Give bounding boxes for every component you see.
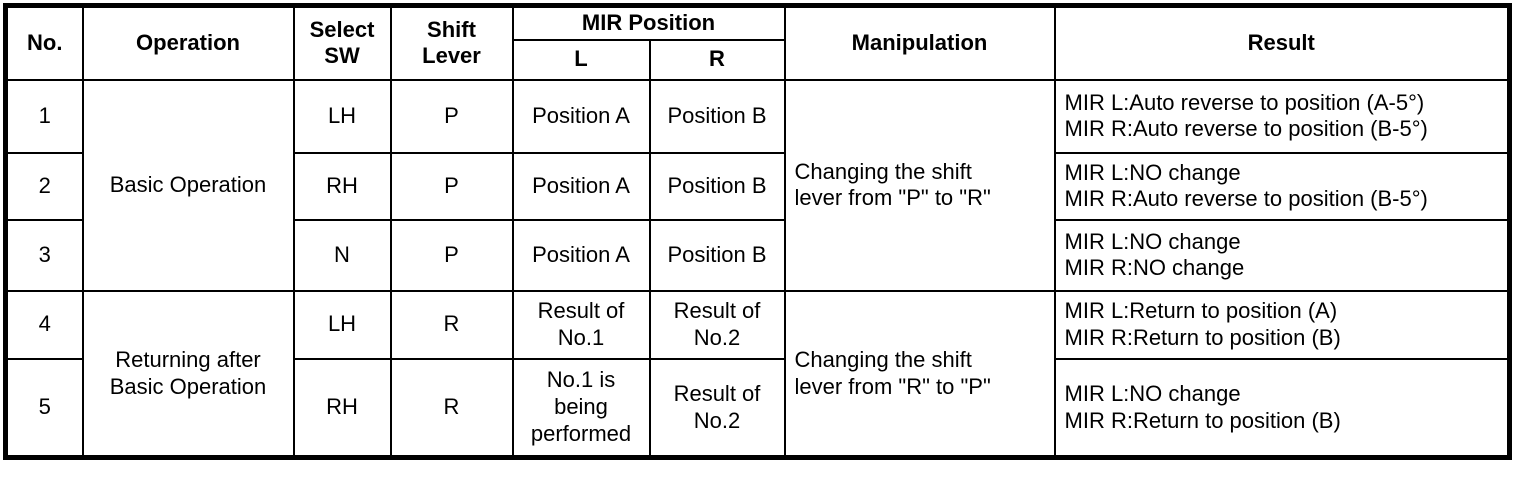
table-header: No. Operation Select SW Shift Lever MIR … [4, 4, 1511, 81]
cell-mir-r: Position B [648, 151, 786, 221]
cell-select-sw: N [292, 218, 392, 292]
cell-operation-group-basic: Basic Operation [81, 78, 295, 292]
cell-mir-l: Position A [511, 151, 651, 221]
cell-result: MIR L:NO change MIR R:Auto reverse to po… [1053, 151, 1511, 221]
cell-shift-lever: P [389, 151, 514, 221]
header-row-top: No. Operation Select SW Shift Lever MIR … [4, 4, 1511, 81]
cell-select-sw: LH [292, 78, 392, 154]
cell-select-sw: RH [292, 357, 392, 459]
table-row: 5 RH R No.1 is being performed Result of… [4, 357, 1511, 459]
cell-result: MIR L:Auto reverse to position (A-5°) MI… [1053, 78, 1511, 154]
header-cell-select-sw: Select SW [292, 4, 392, 81]
cell-manipulation-group-p-to-r: Changing the shift lever from "P" to "R" [783, 78, 1056, 292]
cell-select-sw: LH [292, 289, 392, 360]
mir-operation-table-container: No. Operation Select SW Shift Lever MIR … [3, 3, 1512, 461]
cell-no: 1 [4, 78, 84, 154]
cell-result: MIR L:NO change MIR R:Return to position… [1053, 357, 1511, 459]
cell-mir-r: Result of No.2 [648, 357, 786, 459]
table-row: 1 Basic Operation LH P Position A Positi… [4, 78, 1511, 292]
header-cell-shift-lever: Shift Lever [389, 4, 514, 81]
header-cell-no: No. [4, 4, 84, 81]
table-row: 3 N P Position A Position B MIR L:NO cha… [4, 218, 1511, 292]
cell-shift-lever: R [389, 357, 514, 459]
cell-no: 4 [4, 289, 84, 360]
header-cell-mir-r: R [648, 38, 786, 81]
table-row: 2 RH P Position A Position B MIR L:NO ch… [4, 151, 1511, 221]
cell-mir-r: Position B [648, 218, 786, 292]
cell-shift-lever: R [389, 289, 514, 360]
header-row-sub: L R [6, 38, 1510, 81]
header-cell-operation: Operation [81, 4, 295, 81]
header-cell-mir-l: L [511, 38, 651, 81]
cell-no: 2 [4, 151, 84, 221]
cell-mir-l: Position A [511, 78, 651, 154]
mir-operation-table: No. Operation Select SW Shift Lever MIR … [3, 3, 1512, 461]
table-body: 1 Basic Operation LH P Position A Positi… [4, 78, 1511, 459]
cell-mir-r: Result of No.2 [648, 289, 786, 360]
header-cell-result: Result [1053, 4, 1511, 81]
cell-no: 3 [4, 218, 84, 292]
cell-result: MIR L:Return to position (A) MIR R:Retur… [1053, 289, 1511, 360]
cell-no: 5 [4, 357, 84, 459]
cell-shift-lever: P [389, 78, 514, 154]
cell-mir-l: Position A [511, 218, 651, 292]
cell-shift-lever: P [389, 218, 514, 292]
cell-manipulation-group-r-to-p: Changing the shift lever from "R" to "P" [783, 289, 1056, 459]
cell-operation-group-returning: Returning after Basic Operation [81, 289, 295, 459]
header-cell-manipulation: Manipulation [783, 4, 1056, 81]
cell-mir-l: No.1 is being performed [511, 357, 651, 459]
header-cell-mir-position: MIR Position [511, 4, 786, 41]
table-row: 4 Returning after Basic Operation LH R R… [4, 289, 1511, 459]
cell-mir-r: Position B [648, 78, 786, 154]
cell-select-sw: RH [292, 151, 392, 221]
cell-result: MIR L:NO change MIR R:NO change [1053, 218, 1511, 292]
cell-mir-l: Result of No.1 [511, 289, 651, 360]
